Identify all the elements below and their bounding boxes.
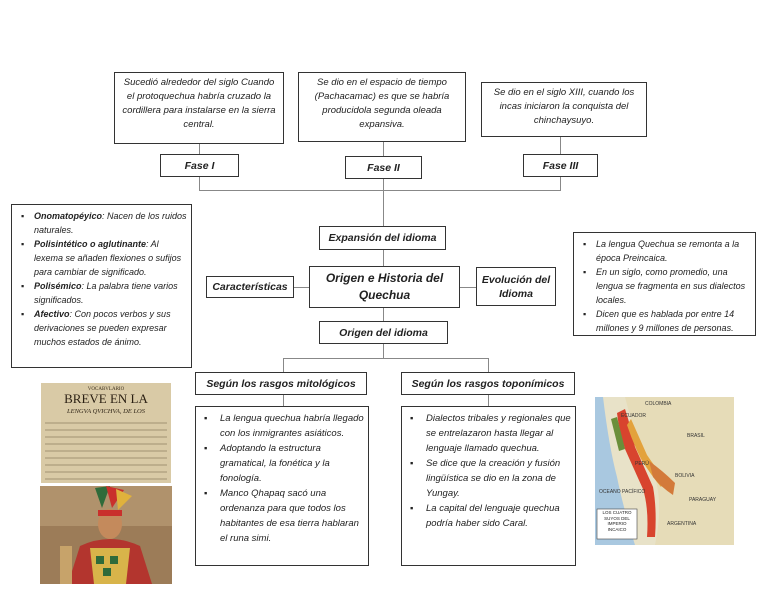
connector-line xyxy=(560,176,561,190)
list-item: En un siglo, como promedio, una lengua s… xyxy=(580,265,752,307)
expansion-label: Expansión del idioma xyxy=(319,226,446,250)
connector-line xyxy=(383,178,384,226)
connector-line xyxy=(199,176,200,190)
phase1-description-text: Sucedió alrededor del siglo Cuando el pr… xyxy=(122,77,276,130)
connector-line xyxy=(560,137,561,154)
list-item: Manco Qhapaq sacó una ordenanza para que… xyxy=(202,486,364,546)
characteristics-list: Onomatopéyico: Nacen de los ruidos natur… xyxy=(18,209,188,349)
term-definition: : Con pocos verbos y sus derivaciones se… xyxy=(34,309,171,347)
connector-line xyxy=(283,358,284,372)
map-label-bolivia: BOLIVIA xyxy=(675,473,695,479)
connector-line xyxy=(383,308,384,321)
vocab-heading-large: BREVE EN LA xyxy=(64,391,148,406)
connector-line xyxy=(199,190,561,191)
mythological-list: La lengua quechua habría llegado con los… xyxy=(202,411,364,546)
toponymic-list: Dialectos tribales y regionales que se e… xyxy=(408,411,571,531)
connector-line xyxy=(294,287,309,288)
characteristics-box: Onomatopéyico: Nacen de los ruidos natur… xyxy=(11,204,192,368)
map-label-peru: PERÚ xyxy=(635,460,649,467)
phase1-description: Sucedió alrededor del siglo Cuando el pr… xyxy=(114,72,284,144)
mythological-title: Según los rasgos mitológicos xyxy=(195,372,367,395)
list-item: Dialectos tribales y regionales que se e… xyxy=(408,411,571,456)
list-item: La capital del lenguaje quechua podría h… xyxy=(408,501,571,531)
vocabulario-image: VOCABVLARIO BREVE EN LA LENGVA QVICHVA, … xyxy=(41,383,171,483)
map-label-brasil: BRASIL xyxy=(687,433,705,439)
list-item: La lengua Quechua se remonta a la época … xyxy=(580,237,752,265)
term-definition: : Nacen de los ruidos naturales. xyxy=(34,211,187,235)
term: Onomatopéyico xyxy=(34,211,103,221)
term-definition: : Al lexema se añaden flexiones o sufijo… xyxy=(34,239,182,277)
connector-line xyxy=(383,343,384,358)
list-item: Polisémico: La palabra tiene varios sign… xyxy=(18,279,188,307)
phase2-description: Se dio en el espacio de tiempo (Pachacam… xyxy=(298,72,466,142)
evolution-box: La lengua Quechua se remonta a la época … xyxy=(573,232,756,336)
phase3-description: Se dio en el siglo XIII, cuando los inca… xyxy=(481,82,647,137)
evolucion-label: Evolución del Idioma xyxy=(476,267,556,306)
term: Polisémico xyxy=(34,281,82,291)
mythological-box: La lengua quechua habría llegado con los… xyxy=(195,406,369,566)
map-label-paraguay: PARAGUAY xyxy=(689,497,717,503)
main-title: Origen e Historia del Quechua xyxy=(309,266,460,308)
phase1-label: Fase I xyxy=(160,154,239,177)
phase2-label: Fase II xyxy=(345,156,422,179)
evolution-list: La lengua Quechua se remonta a la época … xyxy=(580,237,752,335)
evolucion-label-text: Evolución del Idioma xyxy=(481,273,551,300)
caracteristicas-label: Características xyxy=(206,276,294,298)
connector-line xyxy=(383,142,384,156)
phase2-description-text: Se dio en el espacio de tiempo (Pachacam… xyxy=(314,77,450,130)
list-item: Afectivo: Con pocos verbos y sus derivac… xyxy=(18,307,188,349)
inca-empire-map: COLOMBIA ECUADOR BRASIL PERÚ BOLIVIA OCE… xyxy=(595,397,734,545)
vocab-heading-sub: LENGVA QVICHVA, DE LOS xyxy=(66,408,146,415)
map-legend: LOS CUATRO SUYOS DEL IMPERIO INCAICO xyxy=(602,510,632,532)
toponymic-title: Según los rasgos toponímicos xyxy=(401,372,575,395)
map-illustration: COLOMBIA ECUADOR BRASIL PERÚ BOLIVIA OCE… xyxy=(595,397,734,545)
map-label-ecuador: ECUADOR xyxy=(621,413,646,419)
connector-line xyxy=(199,144,200,156)
phase3-description-text: Se dio en el siglo XIII, cuando los inca… xyxy=(493,87,635,126)
connector-line xyxy=(283,358,489,359)
main-title-text: Origen e Historia del Quechua xyxy=(325,271,444,302)
vocab-heading-small: VOCABVLARIO xyxy=(88,387,125,392)
map-label-argentina: ARGENTINA xyxy=(667,521,697,527)
map-label-colombia: COLOMBIA xyxy=(645,401,672,407)
connector-line xyxy=(460,287,476,288)
connector-line xyxy=(488,394,489,406)
list-item: La lengua quechua habría llegado con los… xyxy=(202,411,364,441)
map-label-ocean: OCEANO PACÍFICO xyxy=(599,488,645,495)
connector-line xyxy=(488,358,489,372)
toponymic-box: Dialectos tribales y regionales que se e… xyxy=(401,406,576,566)
term-definition: : La palabra tiene varios significados. xyxy=(34,281,178,305)
term: Afectivo xyxy=(34,309,70,319)
vocabulario-illustration: VOCABVLARIO BREVE EN LA LENGVA QVICHVA, … xyxy=(41,383,171,483)
term: Polisintético o aglutinante xyxy=(34,239,147,249)
connector-line xyxy=(383,250,384,266)
connector-line xyxy=(283,394,284,406)
origen-label: Origen del idioma xyxy=(319,321,448,344)
inca-portrait-illustration xyxy=(40,486,172,584)
phase3-label: Fase III xyxy=(523,154,598,177)
list-item: Polisintético o aglutinante: Al lexema s… xyxy=(18,237,188,279)
list-item: Onomatopéyico: Nacen de los ruidos natur… xyxy=(18,209,188,237)
list-item: Se dice que la creación y fusión lingüís… xyxy=(408,456,571,501)
list-item: Dicen que es hablada por entre 14 millon… xyxy=(580,307,752,335)
inca-portrait-image xyxy=(40,486,172,584)
list-item: Adoptando la estructura gramatical, la f… xyxy=(202,441,364,486)
